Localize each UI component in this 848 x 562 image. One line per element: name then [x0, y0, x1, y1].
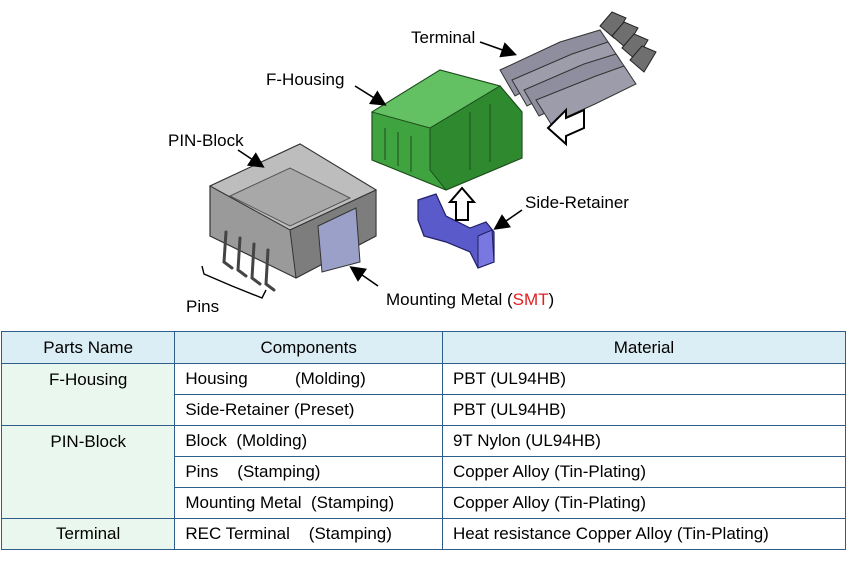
table-row: Mounting Metal (Stamping) Copper Alloy (…	[2, 487, 847, 519]
connector-illustration	[201, 11, 657, 299]
connector-diagram: Terminal F-Housing PIN-Block Side-Retain…	[168, 11, 657, 316]
material-cell: PBT (UL94HB)	[441, 363, 847, 395]
table-header-row: Parts Name Components Material	[0, 331, 847, 364]
leader-lines	[237, 41, 523, 287]
table-row: Side-Retainer (Preset) PBT (UL94HB)	[2, 394, 847, 426]
component-cell: Block (Molding)	[174, 425, 443, 457]
part-name-cell: PIN-Block	[0, 425, 176, 519]
smt-text: SMT	[512, 290, 549, 309]
part-name-cell: Terminal	[0, 518, 176, 550]
table-row: Terminal REC Terminal (Stamping) Heat re…	[0, 518, 847, 550]
f-housing-part	[370, 69, 523, 191]
pin-block-part	[208, 143, 378, 292]
material-cell: Heat resistance Copper Alloy (Tin-Platin…	[441, 518, 847, 550]
mounting-metal-text: Mounting Metal (	[386, 290, 513, 309]
material-cell: 9T Nylon (UL94HB)	[441, 425, 847, 457]
component-cell: Mounting Metal (Stamping)	[174, 487, 443, 519]
side-retainer-label: Side-Retainer	[525, 193, 629, 212]
header-components: Components	[174, 331, 443, 364]
component-cell: Housing (Molding)	[174, 363, 443, 395]
pins-label: Pins	[186, 297, 220, 316]
table-row: PIN-Block Block (Molding) 9T Nylon (UL94…	[0, 425, 847, 519]
header-parts-name: Parts Name	[0, 331, 176, 364]
material-cell: PBT (UL94HB)	[441, 394, 847, 426]
pins-bracket	[201, 265, 267, 299]
assembly-arrows	[447, 107, 585, 221]
component-cell: REC Terminal (Stamping)	[174, 518, 443, 550]
material-cell: Copper Alloy (Tin-Plating)	[441, 456, 847, 488]
header-material: Material	[441, 331, 847, 364]
side-retainer-part	[417, 193, 495, 269]
component-cell: Pins (Stamping)	[174, 456, 443, 488]
table-row: F-Housing Housing (Molding) PBT (UL94HB)	[0, 363, 847, 426]
parts-table: Parts Name Components Material F-Housing…	[0, 331, 847, 550]
mounting-close-text: )	[548, 290, 555, 309]
terminal-part	[499, 11, 657, 125]
component-cell: Side-Retainer (Preset)	[174, 394, 443, 426]
f-housing-label: F-Housing	[266, 70, 345, 89]
table-row: Pins (Stamping) Copper Alloy (Tin-Platin…	[2, 456, 847, 488]
material-cell: Copper Alloy (Tin-Plating)	[441, 487, 847, 519]
terminal-label: Terminal	[411, 28, 476, 47]
part-name-cell: F-Housing	[0, 363, 176, 426]
pin-block-label: PIN-Block	[168, 131, 244, 150]
mounting-metal-label: Mounting Metal (SMT)	[386, 290, 554, 310]
